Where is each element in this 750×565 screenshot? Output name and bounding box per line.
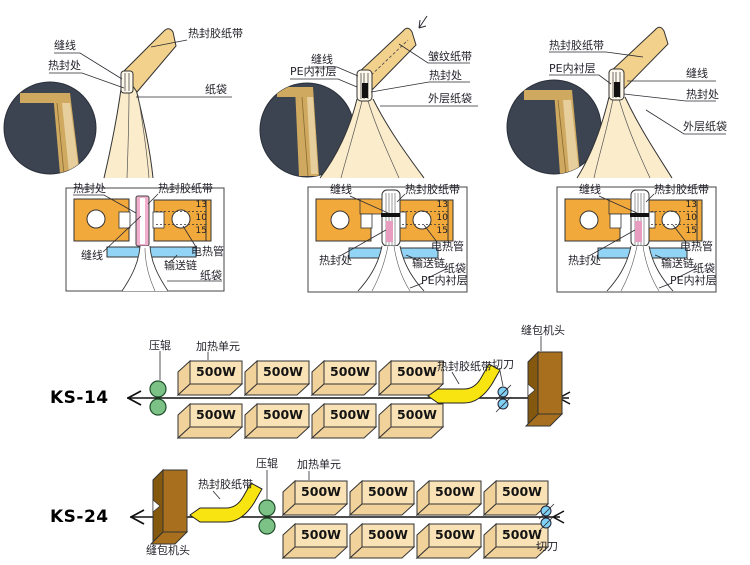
- unit-power: 500W: [330, 364, 370, 379]
- label-sewing-head: 缝包机头: [521, 324, 565, 337]
- label-cutter: 切刀: [536, 540, 558, 553]
- unit-power: 500W: [397, 407, 437, 422]
- dim-10: 10: [436, 213, 448, 223]
- cutter-wheel: [540, 517, 552, 529]
- label-outer-bag: 外层纸袋: [683, 120, 727, 133]
- label-seam: 缝线: [54, 39, 76, 52]
- unit-power: 500W: [196, 407, 236, 422]
- heat-seal-tape: [427, 363, 501, 404]
- dim-13: 13: [436, 200, 448, 210]
- unit-power: 500W: [196, 364, 236, 379]
- ks14-diagram: [127, 336, 571, 439]
- label-seal: 热封处: [73, 182, 106, 195]
- label-tape: 热封胶纸带: [405, 183, 460, 196]
- label-conveyor: 输送链: [661, 257, 694, 270]
- machine-name: KS-24: [50, 507, 109, 527]
- dim-13: 13: [685, 200, 697, 210]
- label-tape: 热封胶纸带: [198, 478, 253, 491]
- dim-15: 15: [685, 226, 697, 236]
- label-heating-unit: 加热单元: [297, 458, 341, 471]
- label-heater: 电热管: [431, 240, 464, 253]
- label-outer-bag: 外层纸袋: [428, 92, 472, 105]
- label-seal: 热封处: [686, 88, 719, 101]
- pressure-roller: [258, 517, 276, 535]
- label-seam: 缝线: [686, 67, 708, 80]
- label-tape: 热封胶纸带: [158, 182, 213, 195]
- label-seal: 热封处: [319, 254, 352, 267]
- label-seam: 缝线: [311, 53, 333, 66]
- pressure-roller: [149, 398, 167, 416]
- label-pressure-roller: 压辊: [256, 457, 278, 470]
- label-seal: 热封处: [48, 59, 81, 72]
- label-seal: 热封处: [429, 69, 462, 82]
- label-tape: 热封胶纸带: [437, 360, 492, 373]
- ks24-diagram: [130, 468, 565, 559]
- label-pe-liner: PE内衬层: [290, 65, 337, 78]
- label-seam: 缝线: [579, 183, 601, 196]
- unit-power: 500W: [263, 364, 303, 379]
- label-bag: 纸袋: [693, 262, 715, 275]
- unit-power: 500W: [435, 484, 475, 499]
- label-heater: 电热管: [191, 245, 224, 258]
- label-tape: 热封胶纸带: [188, 27, 243, 40]
- label-pe-liner: PE内衬层: [421, 274, 468, 287]
- label-cutter: 切刀: [492, 358, 514, 371]
- machine-name: KS-14: [50, 388, 109, 408]
- dim-10: 10: [195, 213, 207, 223]
- label-crepe-tape: 皱纹纸带: [428, 50, 472, 63]
- unit-power: 500W: [368, 527, 408, 542]
- label-heating-unit: 加热单元: [196, 340, 240, 353]
- unit-power: 500W: [330, 407, 370, 422]
- label-conveyor: 输送链: [164, 259, 197, 272]
- label-seal: 热封处: [568, 254, 601, 267]
- unit-power: 500W: [301, 527, 341, 542]
- label-sewing-head: 缝包机头: [146, 544, 190, 557]
- unit-power: 500W: [502, 527, 542, 542]
- pressure-roller: [258, 499, 276, 517]
- middle-diagram-2: [307, 186, 468, 293]
- label-bag: 纸袋: [444, 262, 466, 275]
- middle-diagram-3: [556, 186, 717, 293]
- dim-13: 13: [195, 200, 207, 210]
- label-conveyor: 输送链: [412, 257, 445, 270]
- cutter-wheel: [497, 386, 509, 398]
- label-pressure-roller: 压辊: [149, 339, 171, 352]
- unit-power: 500W: [435, 527, 475, 542]
- label-pe-liner: PE内衬层: [549, 62, 596, 75]
- pressure-roller: [149, 380, 167, 398]
- middle-diagram-1: [65, 187, 225, 292]
- dim-15: 15: [195, 226, 207, 236]
- cutter-wheel: [497, 398, 509, 410]
- label-tape: 热封胶纸带: [549, 39, 604, 52]
- unit-power: 500W: [263, 407, 303, 422]
- heat-seal-tape: [189, 482, 263, 523]
- label-seam: 缝线: [81, 249, 103, 262]
- top-diagram-3: [506, 26, 726, 179]
- label-heater: 电热管: [680, 240, 713, 253]
- label-tape: 热封胶纸带: [654, 183, 709, 196]
- unit-power: 500W: [301, 484, 341, 499]
- unit-power: 500W: [397, 364, 437, 379]
- label-seam: 缝线: [330, 183, 352, 196]
- top-diagram-1: [3, 28, 232, 179]
- unit-power: 500W: [368, 484, 408, 499]
- sewing-head: [524, 350, 564, 427]
- label-bag: 纸袋: [205, 83, 227, 96]
- sewing-head: [149, 468, 189, 545]
- dim-15: 15: [436, 226, 448, 236]
- top-diagram-2: [259, 15, 478, 179]
- dim-10: 10: [685, 213, 697, 223]
- label-bag: 纸袋: [200, 269, 222, 282]
- label-pe-liner: PE内衬层: [670, 274, 717, 287]
- cutter-wheel: [540, 505, 552, 517]
- unit-power: 500W: [502, 484, 542, 499]
